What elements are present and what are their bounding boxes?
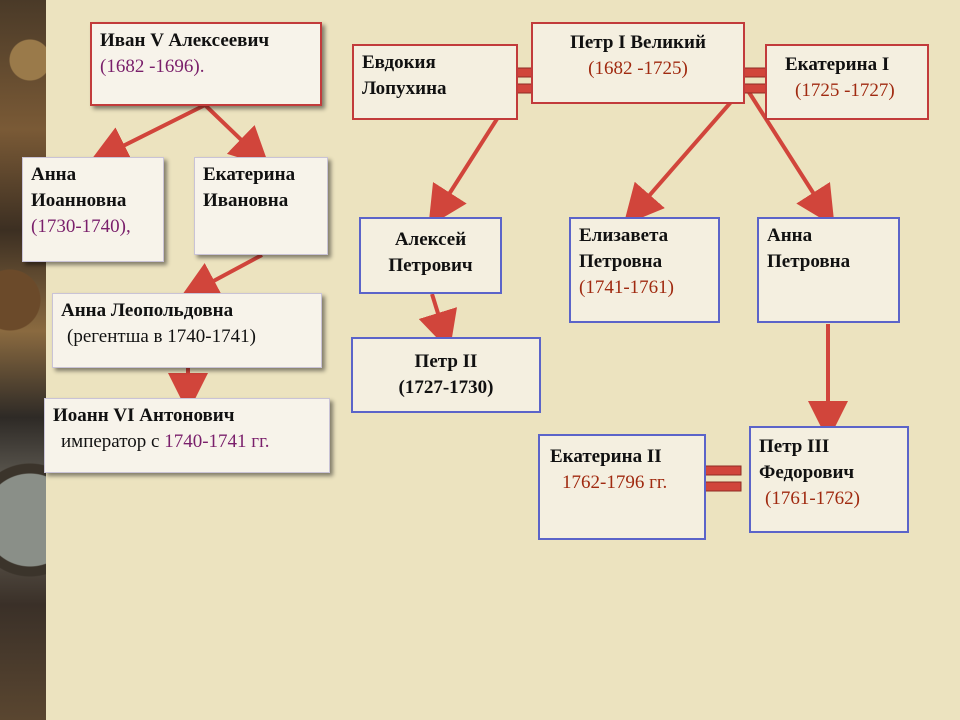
- arrow-ivan-to-anna: [88, 103, 206, 164]
- node-note: (регентша в 1740-1741): [67, 326, 256, 347]
- node-petr-i: Петр I Великий (1682 -1725): [531, 22, 745, 104]
- node-dates: 1740-1741 гг.: [164, 431, 270, 452]
- arrow-marriage-to-elizaveta: [623, 84, 747, 226]
- node-name-line2: Петровна: [579, 251, 663, 272]
- node-dates: (1730-1740),: [31, 216, 131, 237]
- node-anna-leopoldovna: Анна Леопольдовна (регентша в 1740-1741): [52, 293, 322, 368]
- node-name-line1: Евдокия: [362, 52, 436, 73]
- node-dates: (1727-1730): [398, 377, 494, 398]
- node-dates: (1761-1762): [765, 488, 860, 509]
- node-name: Екатерина II: [550, 446, 662, 467]
- node-name-line1: Екатерина: [203, 164, 296, 185]
- node-name-line1: Алексей: [394, 229, 467, 250]
- node-name-line2: Ивановна: [203, 190, 289, 211]
- node-name-line1: Анна: [767, 225, 813, 246]
- node-dates: (1741-1761): [579, 277, 674, 298]
- node-elizaveta: Елизавета Петровна (1741-1761): [569, 217, 720, 323]
- node-ioann-vi: Иоанн VI Антонович император с 1740-1741…: [44, 398, 330, 473]
- arrow-aleksey-to-petr-ii: [418, 293, 458, 352]
- node-name-line2: Петрович: [388, 255, 473, 276]
- arrow-marriage-to-anna-petrovna: [743, 84, 835, 227]
- node-name-line1: Елизавета: [579, 225, 669, 246]
- node-dates: (1725 -1727): [795, 80, 895, 101]
- node-evdokia: Евдокия Лопухина: [352, 44, 518, 120]
- node-petr-iii: Петр III Федорович (1761-1762): [749, 426, 909, 533]
- node-anna-ioannovna: Анна Иоанновна (1730-1740),: [22, 157, 164, 262]
- node-reign: император с 1740-1741 гг.: [53, 429, 321, 455]
- node-name: Петр I Великий: [570, 32, 706, 53]
- arrow-ivan-to-ekaterina: [203, 103, 270, 168]
- node-name: Екатерина I: [785, 54, 890, 75]
- node-aleksey: Алексей Петрович: [359, 217, 502, 294]
- node-ekaterina-ivanovna: Екатерина Ивановна: [194, 157, 328, 255]
- node-name-line2: Иоанновна: [31, 190, 127, 211]
- node-name-line2: Лопухина: [362, 78, 447, 99]
- node-name-line1: Анна: [31, 164, 77, 185]
- node-dates: (1682 -1696).: [100, 56, 205, 77]
- node-name-line2: Петровна: [767, 251, 851, 272]
- node-name-line1: Петр III: [759, 436, 830, 457]
- node-name-line2: Федорович: [759, 462, 855, 483]
- node-name: Иван V Алексеевич: [100, 30, 270, 51]
- node-name: Иоанн VI Антонович: [53, 405, 235, 426]
- node-petr-ii: Петр II (1727-1730): [351, 337, 541, 413]
- node-name: Петр II: [414, 351, 478, 372]
- node-ekaterina-i: Екатерина I (1725 -1727): [765, 44, 929, 120]
- node-dates: 1762-1796 гг.: [562, 472, 668, 493]
- node-ekaterina-ii: Екатерина II 1762-1796 гг.: [538, 434, 706, 540]
- arrow-ekaterina-to-anna-leopoldovna: [178, 253, 263, 300]
- node-anna-petrovna: Анна Петровна: [757, 217, 900, 323]
- node-prefix: император с: [61, 431, 165, 452]
- node-name: Анна Леопольдовна: [61, 300, 234, 321]
- node-dates: (1682 -1725): [588, 58, 688, 79]
- node-ivan-v: Иван V Алексеевич (1682 -1696).: [90, 22, 322, 106]
- decorative-side-strip: [0, 0, 46, 720]
